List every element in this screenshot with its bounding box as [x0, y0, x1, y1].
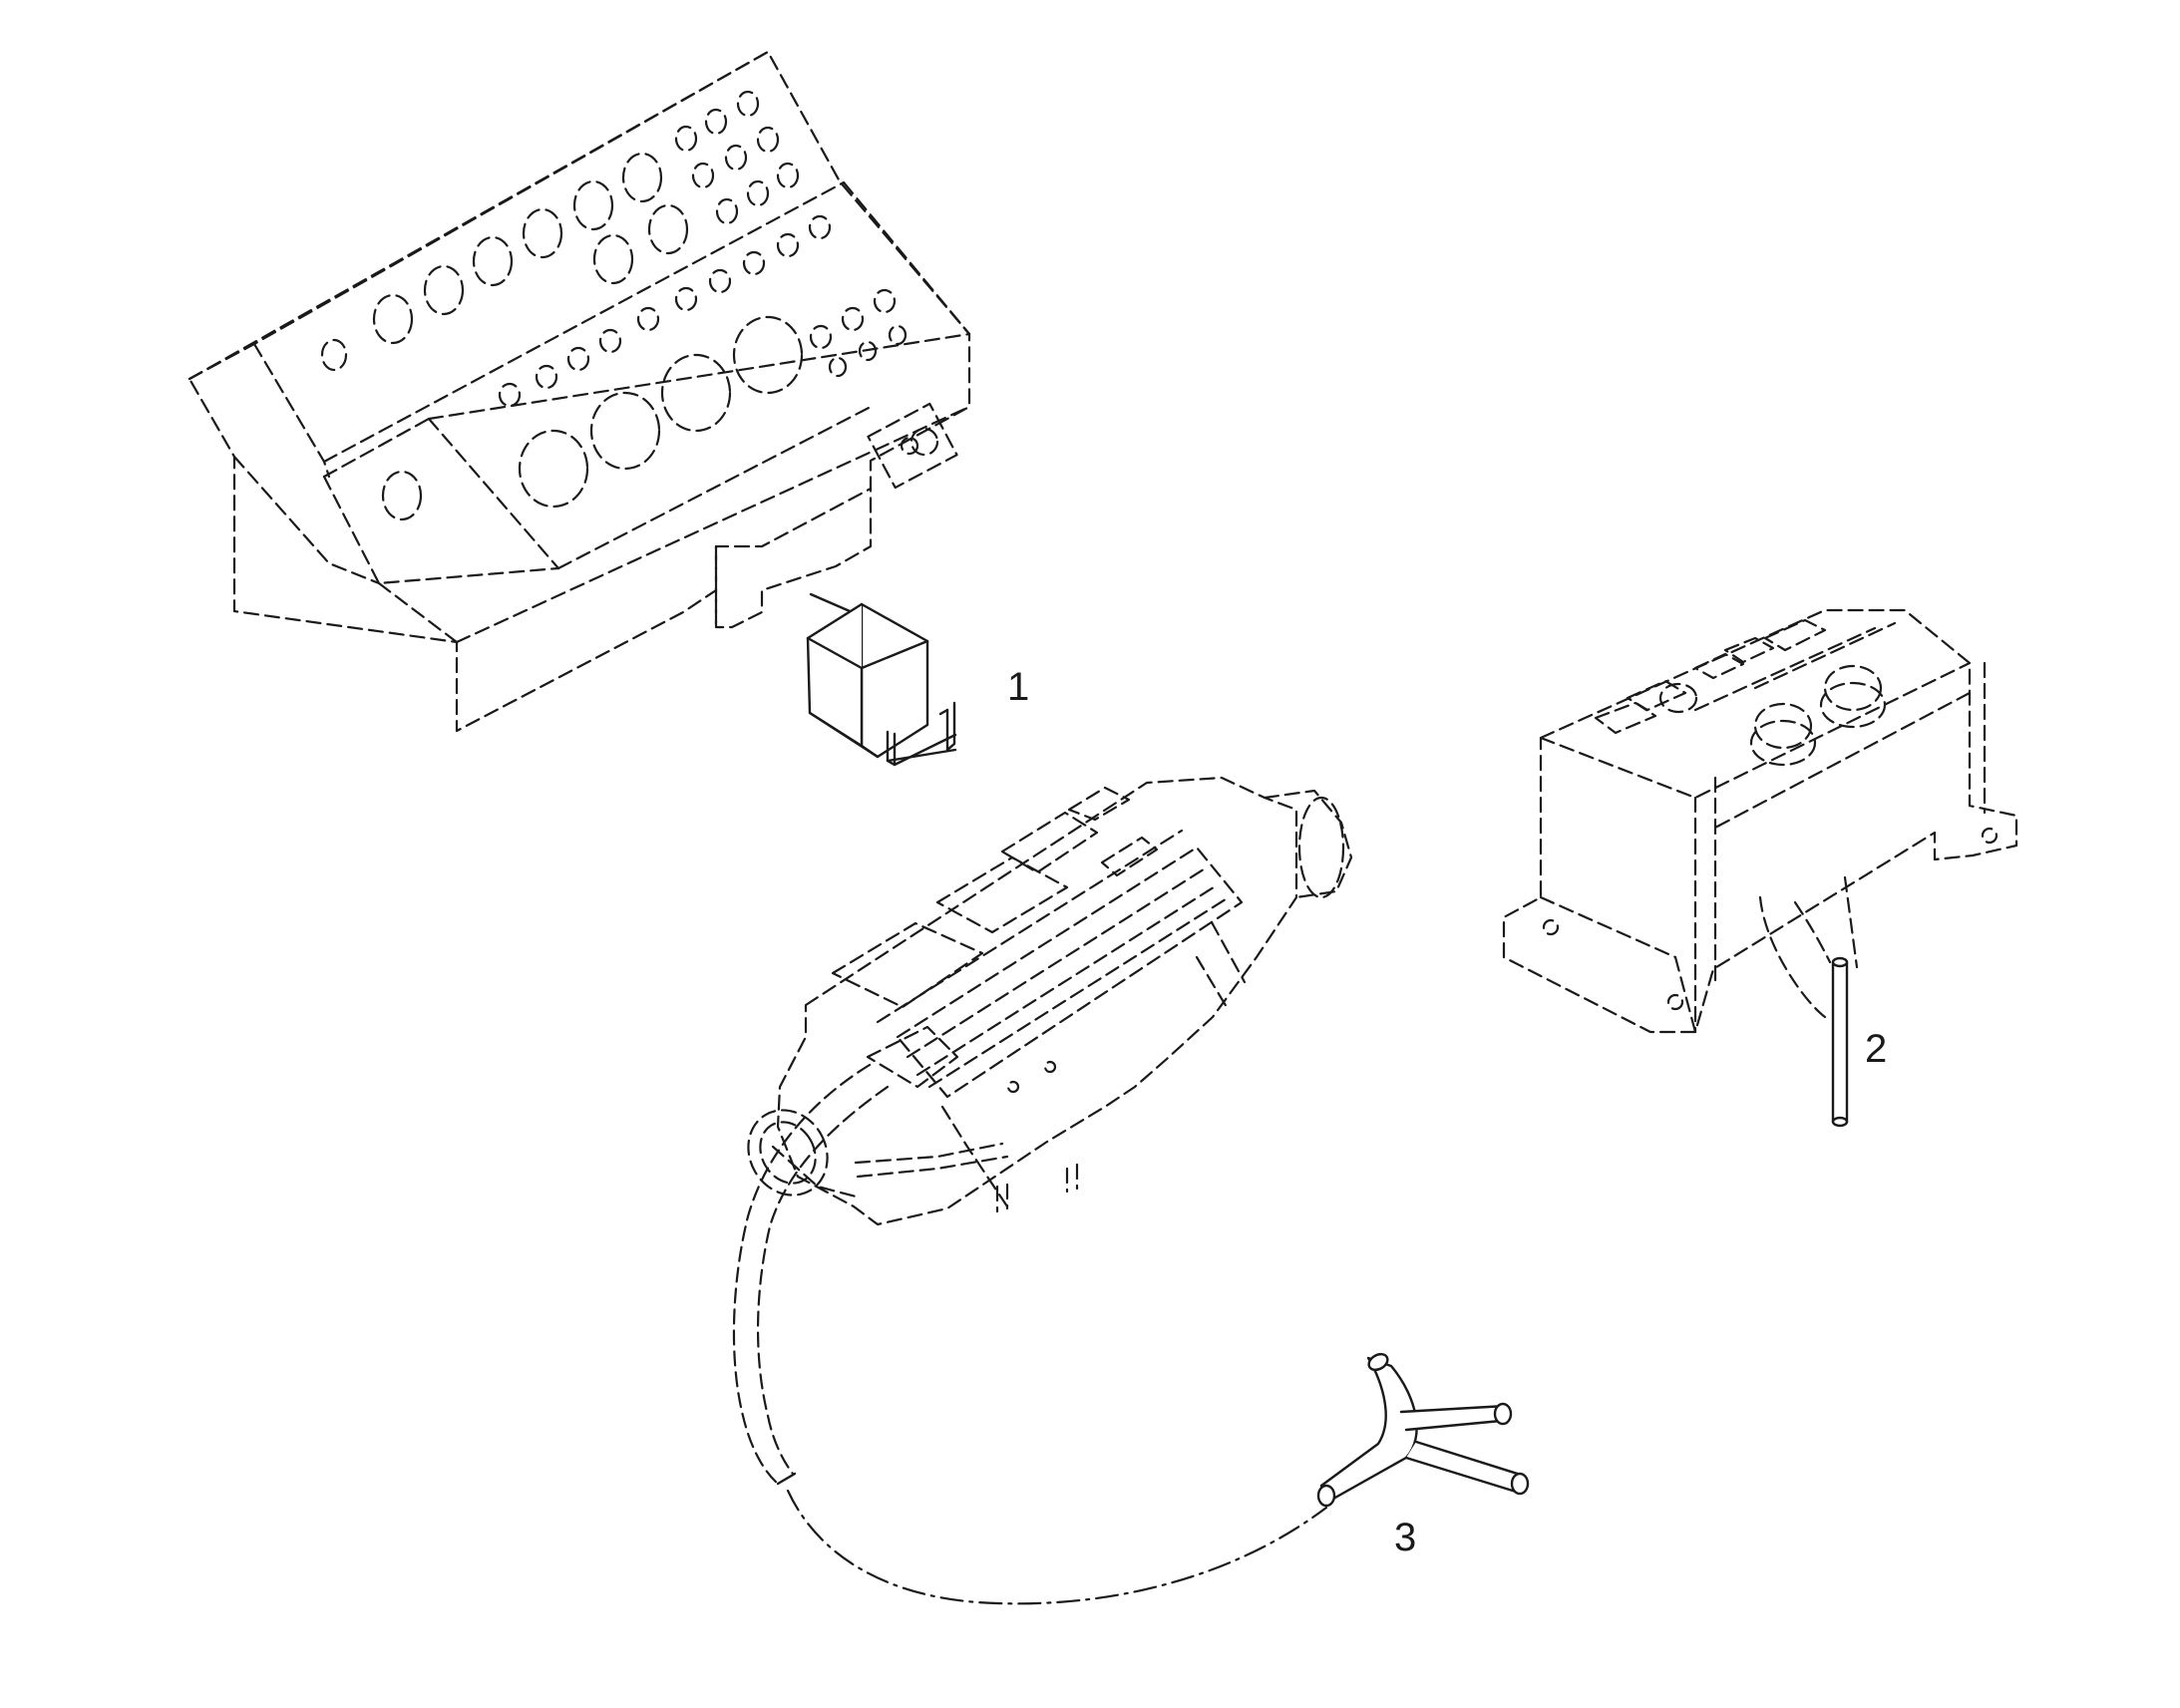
instrument-panel	[187, 50, 971, 733]
routing-line-harness-3	[786, 1489, 1328, 1605]
heater-harness	[1316, 1352, 1530, 1508]
callout-2: 2	[1865, 1027, 1887, 1071]
control-box-harness	[1831, 956, 1849, 1128]
control-box	[1502, 608, 2018, 1034]
heater-unit	[732, 776, 1353, 1486]
callout-1: 1	[1007, 665, 1029, 709]
callout-3: 3	[1394, 1516, 1416, 1559]
relay	[806, 602, 957, 767]
